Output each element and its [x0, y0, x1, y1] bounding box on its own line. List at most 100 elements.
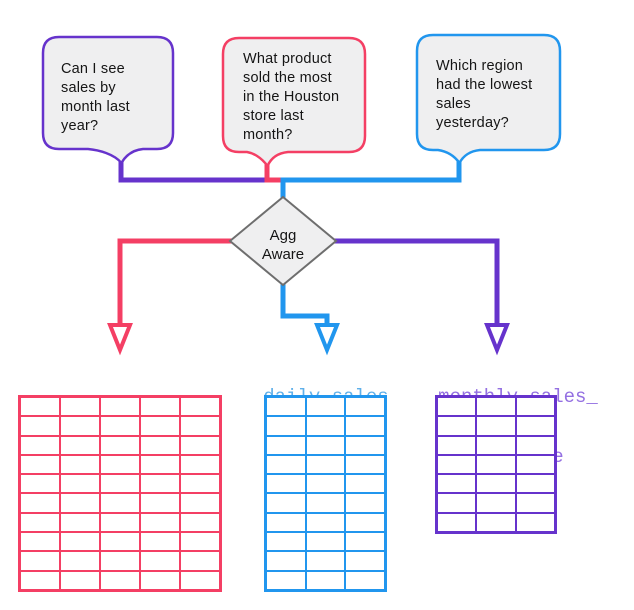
- table-cell: [181, 455, 219, 474]
- table-cell: [61, 455, 99, 474]
- table-cell: [477, 398, 515, 416]
- table-cell: [306, 513, 345, 532]
- table-cell: [477, 475, 515, 493]
- table-cell: [101, 513, 139, 532]
- speech-bubble-q3: [415, 33, 562, 165]
- question-3-line: sales: [436, 96, 471, 112]
- table-cell: [438, 398, 476, 416]
- arrowhead-daily-sales: [314, 323, 340, 356]
- table-cell: [477, 513, 515, 531]
- table-cell: [101, 571, 139, 589]
- table-cell: [516, 436, 554, 454]
- table-cell: [306, 398, 345, 416]
- table-cell: [141, 398, 179, 416]
- table-cell: [516, 398, 554, 416]
- table-cell: [346, 571, 384, 589]
- table-cell: [267, 436, 305, 454]
- table-cell: [141, 475, 179, 493]
- table-cell: [516, 417, 554, 435]
- agg-aware-label: Agg Aware: [233, 226, 333, 264]
- table-cell: [181, 398, 219, 416]
- arrowhead-all-sales: [107, 323, 133, 356]
- table-cell: [438, 494, 476, 512]
- table-cell: [477, 417, 515, 435]
- table-monthly-sales-by-store: [435, 395, 557, 534]
- question-2-line: in the Houston: [243, 89, 340, 105]
- question-3-text: Which region had the lowest sales yester…: [436, 57, 532, 133]
- table-cell: [61, 513, 99, 532]
- table-cell: [181, 533, 219, 551]
- connector-q3: [280, 158, 462, 202]
- table-cell: [61, 398, 99, 416]
- table-cell: [346, 552, 384, 570]
- table-cell: [438, 475, 476, 493]
- table-cell: [267, 475, 305, 493]
- table-cell: [346, 533, 384, 551]
- table-cell: [21, 513, 59, 532]
- table-cell: [101, 533, 139, 551]
- table-cell: [267, 417, 305, 435]
- table-cell: [181, 571, 219, 589]
- question-1-line: Can I see: [61, 61, 125, 77]
- table-cell: [61, 494, 99, 512]
- table-cell: [61, 417, 99, 435]
- table-cell: [306, 455, 345, 474]
- table-cell: [141, 571, 179, 589]
- table-cell: [181, 513, 219, 532]
- table-cell: [61, 475, 99, 493]
- table-cell: [61, 552, 99, 570]
- table-cell: [267, 398, 305, 416]
- table-cell: [181, 475, 219, 493]
- table-cell: [181, 494, 219, 512]
- table-cell: [21, 552, 59, 570]
- table-cell: [346, 398, 384, 416]
- table-cell: [21, 436, 59, 454]
- table-cell: [306, 552, 345, 570]
- table-cell: [306, 436, 345, 454]
- table-cell: [101, 436, 139, 454]
- table-cell: [21, 494, 59, 512]
- table-cell: [141, 455, 179, 474]
- table-cell: [477, 436, 515, 454]
- table-cell: [438, 436, 476, 454]
- table-cell: [101, 475, 139, 493]
- question-1-text: Can I see sales by month last year?: [61, 60, 130, 136]
- table-cell: [141, 513, 179, 532]
- speech-bubble-q1: [41, 35, 175, 165]
- table-all-sales: [18, 395, 222, 592]
- table-cell: [346, 475, 384, 493]
- table-cell: [101, 417, 139, 435]
- table-cell: [346, 455, 384, 474]
- table-cell: [141, 552, 179, 570]
- connector-monthly-sales: [334, 238, 500, 326]
- table-cell: [306, 533, 345, 551]
- table-cell: [267, 552, 305, 570]
- connector-all-sales: [117, 238, 232, 326]
- table-cell: [101, 494, 139, 512]
- table-cell: [306, 417, 345, 435]
- table-cell: [21, 455, 59, 474]
- arrowhead-monthly-sales: [484, 323, 510, 356]
- table-cell: [438, 455, 476, 474]
- question-3-line: Which region: [436, 58, 524, 74]
- table-cell: [141, 436, 179, 454]
- table-cell: [61, 571, 99, 589]
- table-cell: [516, 494, 554, 512]
- table-cell: [346, 513, 384, 532]
- table-cell: [101, 455, 139, 474]
- table-cell: [101, 398, 139, 416]
- speech-bubble-q2: [221, 36, 367, 168]
- table-cell: [346, 417, 384, 435]
- table-cell: [267, 494, 305, 512]
- question-1-line: year?: [61, 118, 99, 134]
- table-cell: [181, 417, 219, 435]
- agg-aware-line: Aware: [261, 246, 305, 263]
- table-cell: [141, 533, 179, 551]
- table-cell: [346, 494, 384, 512]
- question-2-line: store last: [243, 108, 304, 124]
- table-cell: [346, 436, 384, 454]
- question-2-text: What product sold the most in the Housto…: [243, 50, 339, 145]
- agg-aware-line: Agg: [269, 227, 297, 244]
